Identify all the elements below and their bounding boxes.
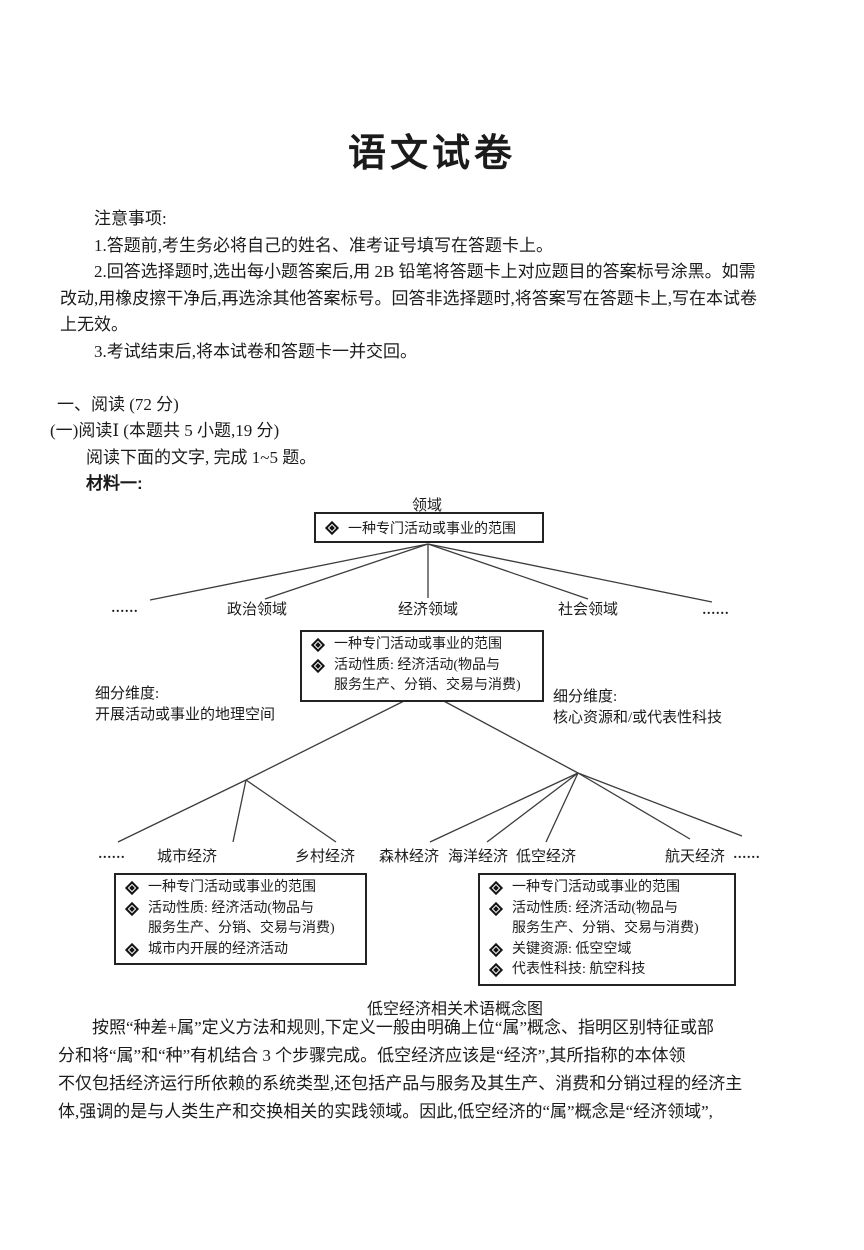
notice-item-2-line-2: 改动,用橡皮擦干净后,再选涂其他答案标号。回答非选择题时,将答案写在答题卡上,写… xyxy=(60,288,757,308)
node-low-altitude-economy: 低空经济 xyxy=(515,849,577,865)
diamond-bullet-icon xyxy=(480,901,512,916)
notice-item-2-line-1: 2.回答选择题时,选出每小题答案后,用 2B 铅笔将答题卡上对应题目的答案标号涂… xyxy=(94,262,756,282)
diamond-bullet-icon xyxy=(480,942,512,957)
urban-economy-definition-box: 一种专门活动或事业的范围 活动性质: 经济活动(物品与 服务生产、分销、交易与消… xyxy=(114,873,367,965)
level2-ellipsis-right: ...... xyxy=(702,603,730,618)
diamond-bullet-icon xyxy=(116,942,148,957)
node-marine-economy: 海洋经济 xyxy=(447,849,509,865)
paragraph-line: 体,强调的是与人类生产和交换相关的实践领域。因此,低空经济的“属”概念是“经济领… xyxy=(58,1102,713,1121)
node-rural-economy: 乡村经济 xyxy=(294,849,356,865)
page-title: 语文试卷 xyxy=(347,133,516,175)
level3-ellipsis-left: ...... xyxy=(98,847,126,862)
dimension-value: 开展活动或事业的地理空间 xyxy=(95,707,276,723)
section-reading-header: 一、阅读 (72 分) xyxy=(57,395,179,414)
low-altitude-economy-definition-box: 一种专门活动或事业的范围 活动性质: 经济活动(物品与 服务生产、分销、交易与消… xyxy=(478,873,736,986)
level3-ellipsis-right: ...... xyxy=(733,847,761,862)
material-one-label: 材料一: xyxy=(86,473,143,493)
level2-ellipsis-left: ...... xyxy=(111,601,139,616)
section-reading-1-header: (一)阅读Ⅰ (本题共 5 小题,19 分) xyxy=(50,421,280,441)
activity-nature-line: 活动性质: 经济活动(物品与 xyxy=(148,900,315,916)
dimension-label: 细分维度: xyxy=(553,689,618,705)
activity-nature-continuation: 服务生产、分销、交易与消费) xyxy=(148,921,335,936)
diamond-bullet-icon xyxy=(302,658,334,673)
activity-nature-line: 活动性质: 经济活动(物品与 xyxy=(512,900,679,916)
diagram-caption: 低空经济相关术语概念图 xyxy=(366,1001,544,1018)
notice-item-1: 1.答题前,考生务必将自己的姓名、准考证号填写在答题卡上。 xyxy=(94,235,553,255)
definition-line: 一种专门活动或事业的范围 xyxy=(512,880,680,895)
node-political-domain: 政治领域 xyxy=(226,602,288,618)
activity-nature-continuation: 服务生产、分销、交易与消费) xyxy=(334,678,521,693)
notice-item-2-line-3: 上无效。 xyxy=(60,315,128,335)
urban-activity-line: 城市内开展的经济活动 xyxy=(148,941,288,957)
diamond-bullet-icon xyxy=(480,881,512,896)
root-node-label: 领域 xyxy=(411,498,443,514)
diamond-bullet-icon xyxy=(480,963,512,978)
notice-item-3: 3.考试结束后,将本试卷和答题卡一并交回。 xyxy=(94,341,417,361)
paragraph-line: 不仅包括经济运行所依赖的系统类型,还包括产品与服务及其生产、消费和分销过程的经济… xyxy=(58,1074,743,1093)
node-urban-economy: 城市经济 xyxy=(156,849,218,865)
notice-section: 注意事项: 1.答题前,考生务必将自己的姓名、准考证号填写在答题卡上。 2.回答… xyxy=(60,206,810,366)
representative-tech-line: 代表性科技: 航空科技 xyxy=(512,962,646,977)
root-definition-text: 一种专门活动或事业的范围 xyxy=(348,521,516,537)
activity-nature-line: 活动性质: 经济活动(物品与 xyxy=(334,657,501,673)
dimension-label: 细分维度: xyxy=(95,686,160,702)
node-aerospace-economy: 航天经济 xyxy=(664,849,726,865)
diamond-bullet-icon xyxy=(116,881,148,896)
definition-line: 一种专门活动或事业的范围 xyxy=(148,880,316,895)
economic-domain-definition-box: 一种专门活动或事业的范围 活动性质: 经济活动(物品与 服务生产、分销、交易与消… xyxy=(300,630,544,702)
node-economic-domain: 经济领域 xyxy=(397,602,459,618)
definition-line: 一种专门活动或事业的范围 xyxy=(334,637,502,652)
reading-instruction: 阅读下面的文字, 完成 1~5 题。 xyxy=(86,447,317,467)
root-definition-box: 一种专门活动或事业的范围 xyxy=(314,512,544,543)
node-forest-economy: 森林经济 xyxy=(378,849,440,865)
key-resource-line: 关键资源: 低空空域 xyxy=(512,941,632,957)
diamond-bullet-icon xyxy=(302,638,334,653)
section-headers: 一、阅读 (72 分) (一)阅读Ⅰ (本题共 5 小题,19 分) 阅读下面的… xyxy=(50,392,316,497)
body-paragraph: 按照“种差+属”定义方法和规则,下定义一般由明确上位“属”概念、指明区别特征或部… xyxy=(58,1014,810,1126)
subdivision-dimension-right: 细分维度: 核心资源和/或代表性科技 xyxy=(553,687,722,729)
paragraph-line: 分和将“属”和“种”有机结合 3 个步骤完成。低空经济应该是“经济”,其所指称的… xyxy=(58,1046,686,1065)
notice-heading: 注意事项: xyxy=(94,209,167,228)
activity-nature-continuation: 服务生产、分销、交易与消费) xyxy=(512,921,699,936)
diamond-bullet-icon xyxy=(116,901,148,916)
node-social-domain: 社会领域 xyxy=(557,602,619,618)
dimension-value: 核心资源和/或代表性科技 xyxy=(553,710,723,726)
diamond-bullet-icon xyxy=(316,520,348,535)
paragraph-line: 按照“种差+属”定义方法和规则,下定义一般由明确上位“属”概念、指明区别特征或部 xyxy=(92,1018,715,1037)
subdivision-dimension-left: 细分维度: 开展活动或事业的地理空间 xyxy=(95,684,275,726)
